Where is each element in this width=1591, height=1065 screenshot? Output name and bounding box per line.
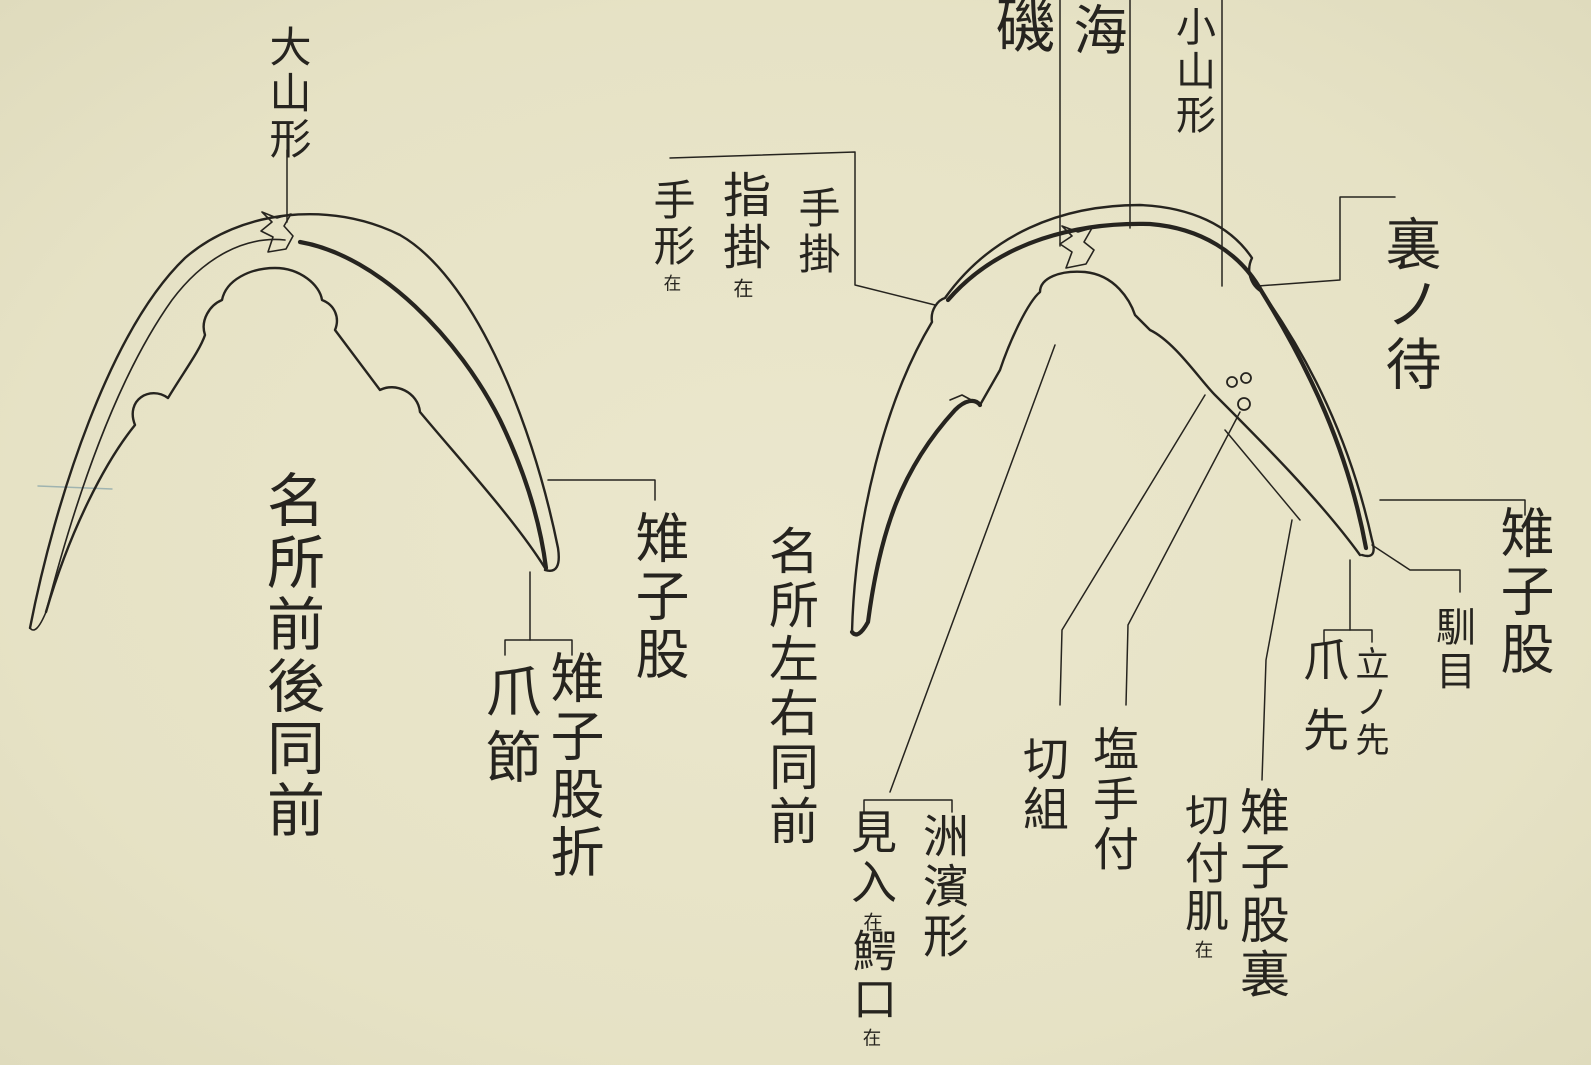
label-kiritsuke-hada: 切付肌在 [1177, 792, 1228, 959]
label-ura-no-machi: 裏ノ待 [1376, 215, 1441, 395]
label-tsumebushi: 爪節 [476, 662, 541, 794]
leader-kijimata-ura [1261, 519, 1293, 781]
right-saddle-left-notch [949, 394, 976, 403]
label-left-kijimata-text: 雉子股 [626, 510, 689, 684]
bracket-miire [863, 799, 953, 813]
label-yubikake: 指掛在 [714, 170, 770, 299]
right-saddle-apex-knot [1059, 225, 1095, 269]
left-figure-caption: 名所前後同前 [257, 470, 325, 842]
shiode-ring-3 [1237, 397, 1251, 411]
label-miire: 見入在 [844, 808, 898, 932]
label-iso: 磯 [985, 0, 1055, 58]
label-narashime-text: 馴目 [1429, 606, 1475, 694]
label-tegata-text: 手形 [647, 178, 696, 270]
label-kijimata-ori: 雉子股折 [541, 650, 604, 882]
label-ura-no-machi-text: 裏ノ待 [1376, 215, 1441, 395]
label-kirikumi: 切組 [1016, 735, 1070, 835]
label-yubikake-text: 指掛 [714, 170, 770, 274]
label-oyamagata-text: 大山形 [263, 25, 312, 163]
label-suhama-gata-text: 洲濱形 [916, 812, 970, 962]
label-miire-note: 在 [860, 912, 883, 932]
label-waniguchi-note: 在 [860, 1028, 881, 1047]
label-umi: 海 [1064, 2, 1127, 60]
label-shiode-tsuke: 塩手付 [1086, 725, 1140, 875]
label-right-kijimata: 雉子股 [1491, 505, 1554, 679]
label-kijimata-ura-text: 雉子股裏 [1232, 786, 1290, 1002]
label-waniguchi-text: 鰐口 [845, 928, 896, 1024]
leader-miire [889, 344, 1056, 793]
label-umi-text: 海 [1064, 2, 1127, 60]
label-tsumebushi-text: 爪節 [476, 662, 541, 794]
right-saddle-cavity-profile [978, 270, 1362, 557]
label-kijimata-ori-text: 雉子股折 [541, 650, 604, 882]
left-saddle-outer-edge [28, 213, 560, 630]
left-saddle-cavity-profile [44, 266, 547, 614]
label-tsumasaki: 爪先 [1296, 636, 1350, 776]
left-figure-caption-text: 名所前後同前 [257, 470, 325, 842]
label-tachi-no-saki-text: 立ノ先 [1349, 646, 1389, 760]
leader-kiritsuke-hada [1224, 429, 1301, 521]
label-tegata: 手形在 [647, 178, 696, 292]
label-suhama-gata: 洲濱形 [916, 812, 970, 962]
left-saddle-inner-bold-edge [297, 239, 549, 571]
left-saddle-figure [28, 211, 560, 631]
stray-mark [37, 485, 113, 490]
leader-shiode-tsuke [1125, 411, 1241, 706]
label-iso-text: 磯 [985, 0, 1055, 58]
label-kirikumi-text: 切組 [1016, 735, 1070, 835]
label-yubikake-note: 在 [730, 278, 754, 299]
right-saddle-outer-edge [850, 203, 1375, 634]
shiode-ring-2 [1240, 372, 1252, 384]
leader-right-kijimata [1379, 499, 1526, 516]
label-tegata-note: 在 [661, 274, 681, 292]
label-koyamagata-text: 小山形 [1169, 6, 1215, 138]
label-waniguchi: 鰐口在 [845, 928, 896, 1047]
label-oyamagata: 大山形 [263, 25, 312, 163]
label-tekake-text: 手掛 [792, 186, 841, 278]
left-saddle-band-line [29, 238, 286, 631]
bracket-tsumasaki [1323, 629, 1373, 643]
label-kiritsuke-hada-note: 在 [1192, 940, 1213, 959]
label-narashime: 馴目 [1429, 606, 1475, 694]
label-tsumasaki-text: 爪先 [1296, 636, 1350, 776]
label-tachi-no-saki: 立ノ先 [1349, 646, 1389, 760]
bracket-left-tsumebushi [504, 639, 573, 656]
label-shiode-tsuke-text: 塩手付 [1086, 725, 1140, 875]
leader-tekake [669, 151, 936, 306]
leader-ura-no-machi [1257, 196, 1396, 287]
leader-left-kijimata [547, 479, 656, 501]
label-kijimata-ura: 雉子股裏 [1232, 786, 1290, 1002]
right-saddle-bold-band [945, 221, 1369, 551]
right-figure-caption-text: 名所左右同前 [761, 525, 819, 849]
label-miire-text: 見入 [844, 808, 898, 908]
right-figure-caption: 名所左右同前 [761, 525, 819, 849]
label-kiritsuke-hada-text: 切付肌 [1177, 792, 1228, 936]
leader-kirikumi [1059, 394, 1206, 706]
label-right-kijimata-text: 雉子股 [1491, 505, 1554, 679]
label-tekake: 手掛 [792, 186, 841, 278]
label-left-kijimata: 雉子股 [626, 510, 689, 684]
right-saddle-figure [849, 203, 1375, 637]
shiode-ring-1 [1226, 376, 1238, 388]
right-saddle-left-leg-inner [849, 398, 983, 637]
label-koyamagata: 小山形 [1169, 6, 1215, 138]
leader-narashime [1371, 544, 1461, 593]
